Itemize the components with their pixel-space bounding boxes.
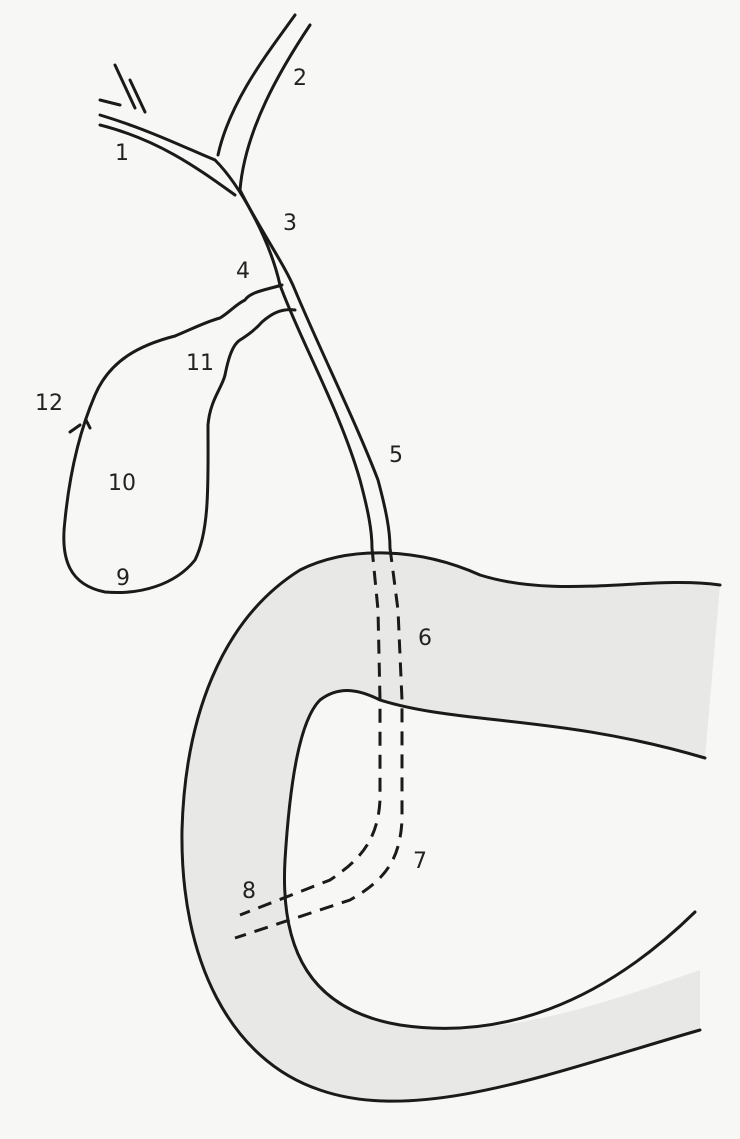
- label-8: 8: [242, 879, 256, 904]
- label-2: 2: [293, 66, 307, 91]
- left-hepatic-twig-b: [100, 65, 135, 108]
- gallbladder-stub: [70, 420, 90, 432]
- label-10: 10: [108, 471, 136, 496]
- right-hepatic-duct: [218, 15, 295, 155]
- label-11: 11: [186, 351, 214, 376]
- label-7: 7: [413, 849, 427, 874]
- label-1: 1: [115, 141, 129, 166]
- label-9: 9: [116, 566, 130, 591]
- label-3: 3: [283, 211, 297, 236]
- cystic-duct-upper: [175, 285, 282, 336]
- label-12: 12: [35, 391, 63, 416]
- label-5: 5: [389, 443, 403, 468]
- duodenum-body: [182, 553, 720, 1101]
- duodenum-inner-upper-wall: [284, 691, 705, 1029]
- label-4: 4: [236, 259, 250, 284]
- right-hepatic-duct-inner: [240, 25, 310, 190]
- left-hepatic-twig-a: [130, 80, 145, 112]
- label-6: 6: [418, 626, 432, 651]
- cystic-duct-lower: [225, 310, 295, 375]
